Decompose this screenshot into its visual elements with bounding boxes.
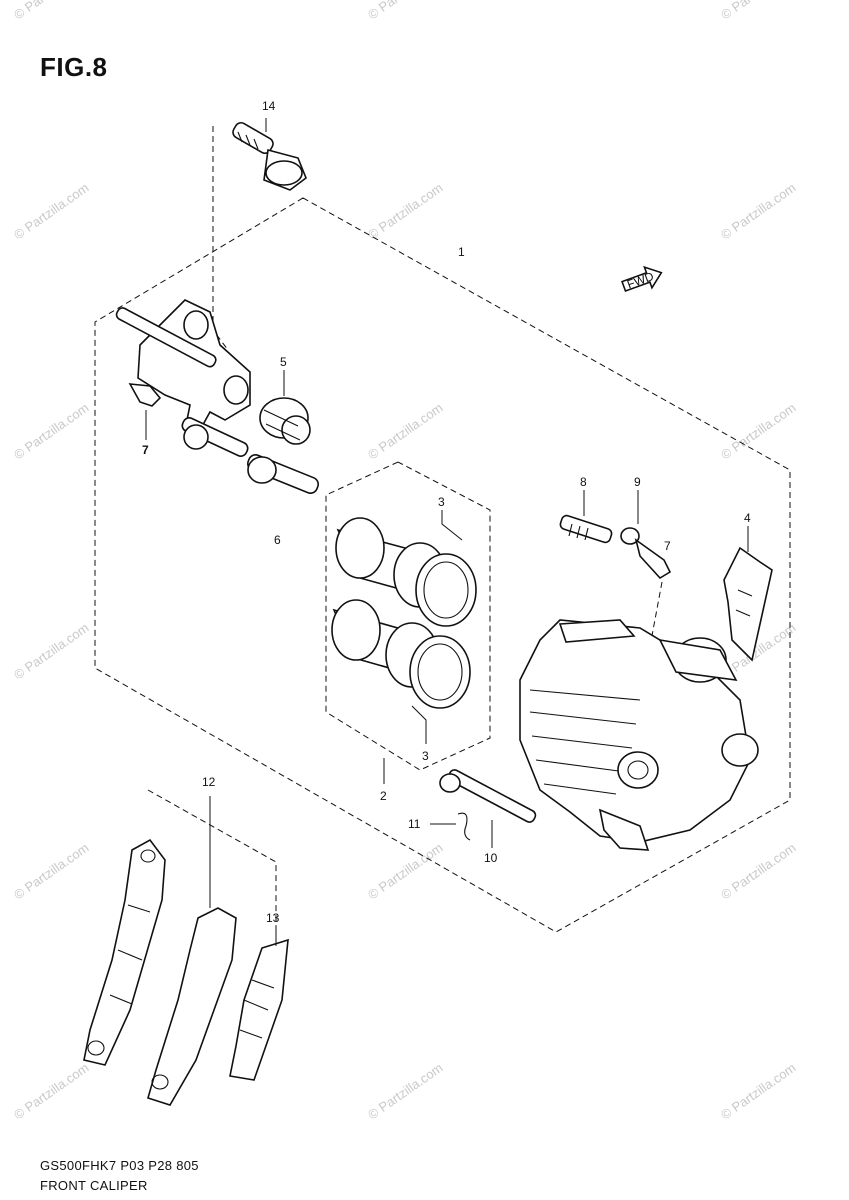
watermark: © Partzilla.com	[11, 400, 91, 463]
caliper-body	[519, 619, 759, 851]
piston-group-outline	[325, 461, 491, 771]
pad-mounting-pin	[439, 769, 537, 823]
callout-label: 8	[580, 475, 587, 489]
watermark: © Partzilla.com	[718, 0, 798, 22]
watermark: © Partzilla.com	[718, 400, 798, 463]
piston-seal-lower	[409, 635, 471, 709]
callout-label: 3	[422, 749, 429, 763]
watermark: © Partzilla.com	[718, 1060, 798, 1123]
watermark: © Partzilla.com	[365, 1060, 445, 1123]
watermark: © Partzilla.com	[11, 180, 91, 243]
callout-label: 11	[408, 817, 421, 831]
watermark: © Partzilla.com	[11, 840, 91, 903]
caliper-mounting-bolt	[232, 121, 307, 191]
footer-name: FRONT CALIPER	[40, 1178, 148, 1193]
pad-spring-clip	[128, 383, 162, 440]
pin-boot	[259, 397, 311, 445]
caliper-piston-lower	[331, 599, 439, 688]
bolt-axis-line	[212, 126, 229, 351]
watermark: © Partzilla.com	[365, 400, 445, 463]
callout-labels: 1 2 3 3 4 5 6 7 7 8 9 10 11 12 13 14	[142, 99, 751, 925]
callout-label: 9	[634, 475, 641, 489]
bleeder-valve	[559, 514, 613, 544]
slide-pin	[181, 417, 249, 457]
watermark: © Partzilla.com	[365, 0, 445, 22]
leader-3-lower	[411, 705, 427, 744]
pad-spring	[723, 546, 773, 662]
callout-label: 4	[744, 511, 751, 525]
piston-seal-upper	[415, 553, 477, 627]
brake-pad-outer	[83, 838, 166, 1066]
caliper-slide-pin	[247, 454, 319, 494]
callout-label: 5	[280, 355, 287, 369]
pad-pin-clip	[457, 812, 471, 841]
fwd-arrow-icon: FWD	[621, 265, 663, 293]
caliper-assembly-outline	[94, 197, 791, 933]
pad-shim	[229, 938, 289, 1081]
watermark: © Partzilla.com	[11, 620, 91, 683]
callout-label: 13	[266, 911, 280, 925]
figure-title: FIG.8	[40, 52, 108, 82]
callout-label: 7	[664, 539, 671, 553]
watermark: © Partzilla.com	[11, 0, 91, 22]
pad-group-outline	[147, 789, 277, 960]
callout-label: 7	[142, 443, 149, 457]
callout-label: 6	[274, 533, 281, 547]
caliper-bracket	[115, 299, 251, 431]
callout-label: 14	[262, 99, 276, 113]
brake-pad-inner	[147, 907, 237, 1106]
callout-label: 3	[438, 495, 445, 509]
bleeder-cap	[620, 527, 672, 580]
watermark: © Partzilla.com	[365, 840, 445, 903]
watermark: © Partzilla.com	[365, 180, 445, 243]
leader-3-upper	[441, 510, 463, 541]
watermark: © Partzilla.com	[718, 180, 798, 243]
watermark: © Partzilla.com	[718, 840, 798, 903]
watermark: © Partzilla.com	[11, 1060, 91, 1123]
callout-label: 10	[484, 851, 498, 865]
callout-label: 12	[202, 775, 216, 789]
callout-label: 1	[458, 245, 465, 259]
callout-label: 2	[380, 789, 387, 803]
footer-code: GS500FHK7 P03 P28 805	[40, 1158, 199, 1173]
